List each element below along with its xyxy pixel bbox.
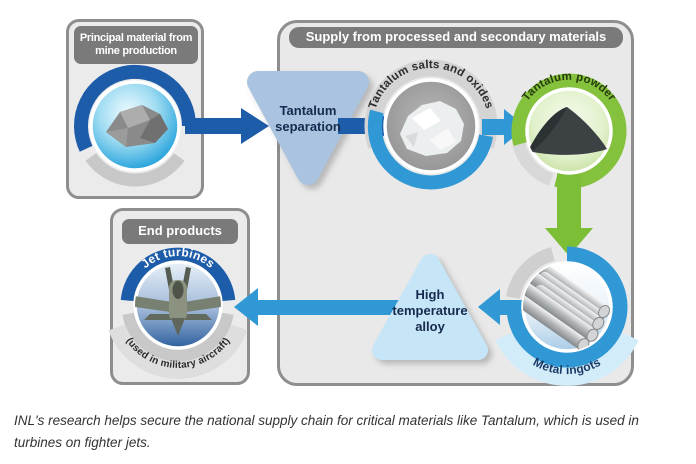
salt-crystals-photo	[400, 101, 464, 156]
alloy-label: High temperature alloy	[392, 286, 468, 335]
principal-box-title: Principal material from mine production	[74, 26, 198, 64]
fighter-jet-photo	[135, 267, 221, 336]
arrow-powder-to-ingots	[545, 172, 593, 256]
metal-ingots-photo	[509, 260, 611, 352]
jet-node: Jet turbines (used in military aircraft)	[108, 245, 248, 379]
alloy-triangle	[372, 254, 492, 364]
ingots-gray-arc	[505, 247, 555, 300]
jet-blue-arc	[120, 247, 236, 302]
salts-blue-arc	[367, 109, 494, 190]
caption-text: INL's research helps secure the national…	[14, 413, 639, 451]
main-box-title: Supply from processed and secondary mate…	[289, 27, 623, 48]
powder-node: Tantalum powder	[511, 71, 627, 256]
jet-gray-arc	[122, 312, 234, 362]
arrow-mine-to-separation	[185, 108, 269, 144]
powder-gray-arc	[512, 142, 554, 187]
arrow-ingots-to-alloy	[478, 289, 524, 325]
ingots-label: Metal ingots	[531, 355, 603, 377]
jet-halo-arc	[108, 323, 248, 379]
ore-node	[74, 64, 269, 187]
powder-green-ring	[511, 73, 627, 189]
end-box-title: End products	[122, 219, 238, 244]
separation-triangle	[247, 71, 373, 189]
tantalum-powder-photo	[528, 107, 607, 155]
salts-node: Tantalum salts and oxides	[364, 59, 526, 190]
ingots-halo-arc	[495, 330, 639, 386]
separation-label: Tantalum separation	[275, 102, 341, 134]
ore-blue-arc	[74, 64, 197, 152]
ingots-blue-ring	[506, 246, 628, 368]
arrow-alloy-to-jet	[234, 288, 406, 326]
ore-rock-photo	[106, 105, 168, 147]
svg-text:Metal ingots: Metal ingots	[531, 355, 603, 377]
ore-gray-arc	[85, 153, 185, 187]
ingots-node: Metal ingots	[478, 246, 639, 386]
